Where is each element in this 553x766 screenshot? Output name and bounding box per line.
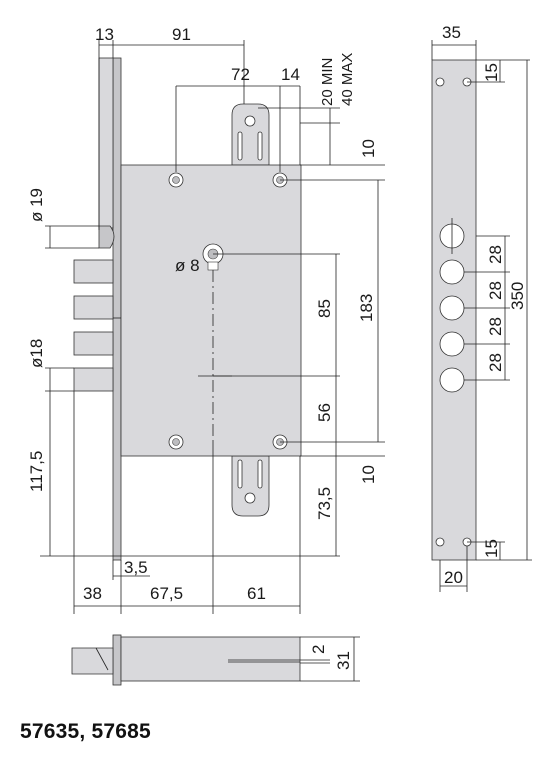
dim-183: 183 <box>357 294 376 322</box>
dim-73-5: 73,5 <box>315 487 334 520</box>
top-view: 2 31 <box>71 634 360 686</box>
model-codes: 57635, 57685 <box>20 720 151 743</box>
faceplate <box>112 57 122 561</box>
side-dimensions <box>431 40 532 592</box>
top-bracket <box>231 103 270 166</box>
dim-28-b: 28 <box>486 281 505 300</box>
dim-28-d: 28 <box>486 353 505 372</box>
dim-67-5: 67,5 <box>150 584 183 603</box>
dim-3-5: 3,5 <box>124 558 148 577</box>
dim-10-bottom: 10 <box>359 465 378 484</box>
dim-40-max: 40 MAX <box>339 53 356 106</box>
dim-28-c: 28 <box>486 317 505 336</box>
dim-20: 20 <box>444 568 463 587</box>
dim-31: 31 <box>334 651 353 670</box>
dim-2: 2 <box>309 645 328 654</box>
dim-35: 35 <box>442 23 461 42</box>
dim-phi-18: ø18 <box>27 339 46 368</box>
latch-bolt <box>98 225 115 249</box>
top-latch <box>71 647 114 675</box>
dim-13: 13 <box>95 25 114 44</box>
front-strip <box>98 57 114 229</box>
top-faceplate <box>112 634 122 686</box>
dim-phi-19: ø 19 <box>27 188 46 222</box>
side-view: 35 15 28 28 28 28 350 15 20 <box>431 23 532 592</box>
dim-38: 38 <box>83 584 102 603</box>
dim-20-min: 20 MIN <box>319 58 336 106</box>
dim-56: 56 <box>315 403 334 422</box>
dim-10-top: 10 <box>359 139 378 158</box>
front-dimensions <box>40 40 385 614</box>
dim-91: 91 <box>172 25 191 44</box>
dim-85: 85 <box>315 299 334 318</box>
dim-61: 61 <box>247 584 266 603</box>
dim-15-bottom: 15 <box>482 539 501 558</box>
dim-72: 72 <box>231 65 250 84</box>
dim-28-a: 28 <box>486 245 505 264</box>
dim-15-top: 15 <box>482 63 501 82</box>
lock-case <box>120 164 302 457</box>
front-view: 13 91 72 14 20 MIN 40 MAX 10 ø 19 ø 8 85… <box>27 25 385 614</box>
dim-14: 14 <box>281 65 300 84</box>
dead-bolts <box>73 259 121 392</box>
dim-117-5: 117,5 <box>27 451 46 492</box>
top-case <box>120 636 301 682</box>
bottom-bracket <box>231 455 270 517</box>
dim-phi-8: ø 8 <box>175 256 200 275</box>
dim-350: 350 <box>508 282 527 310</box>
side-bolt-holes <box>439 218 465 393</box>
